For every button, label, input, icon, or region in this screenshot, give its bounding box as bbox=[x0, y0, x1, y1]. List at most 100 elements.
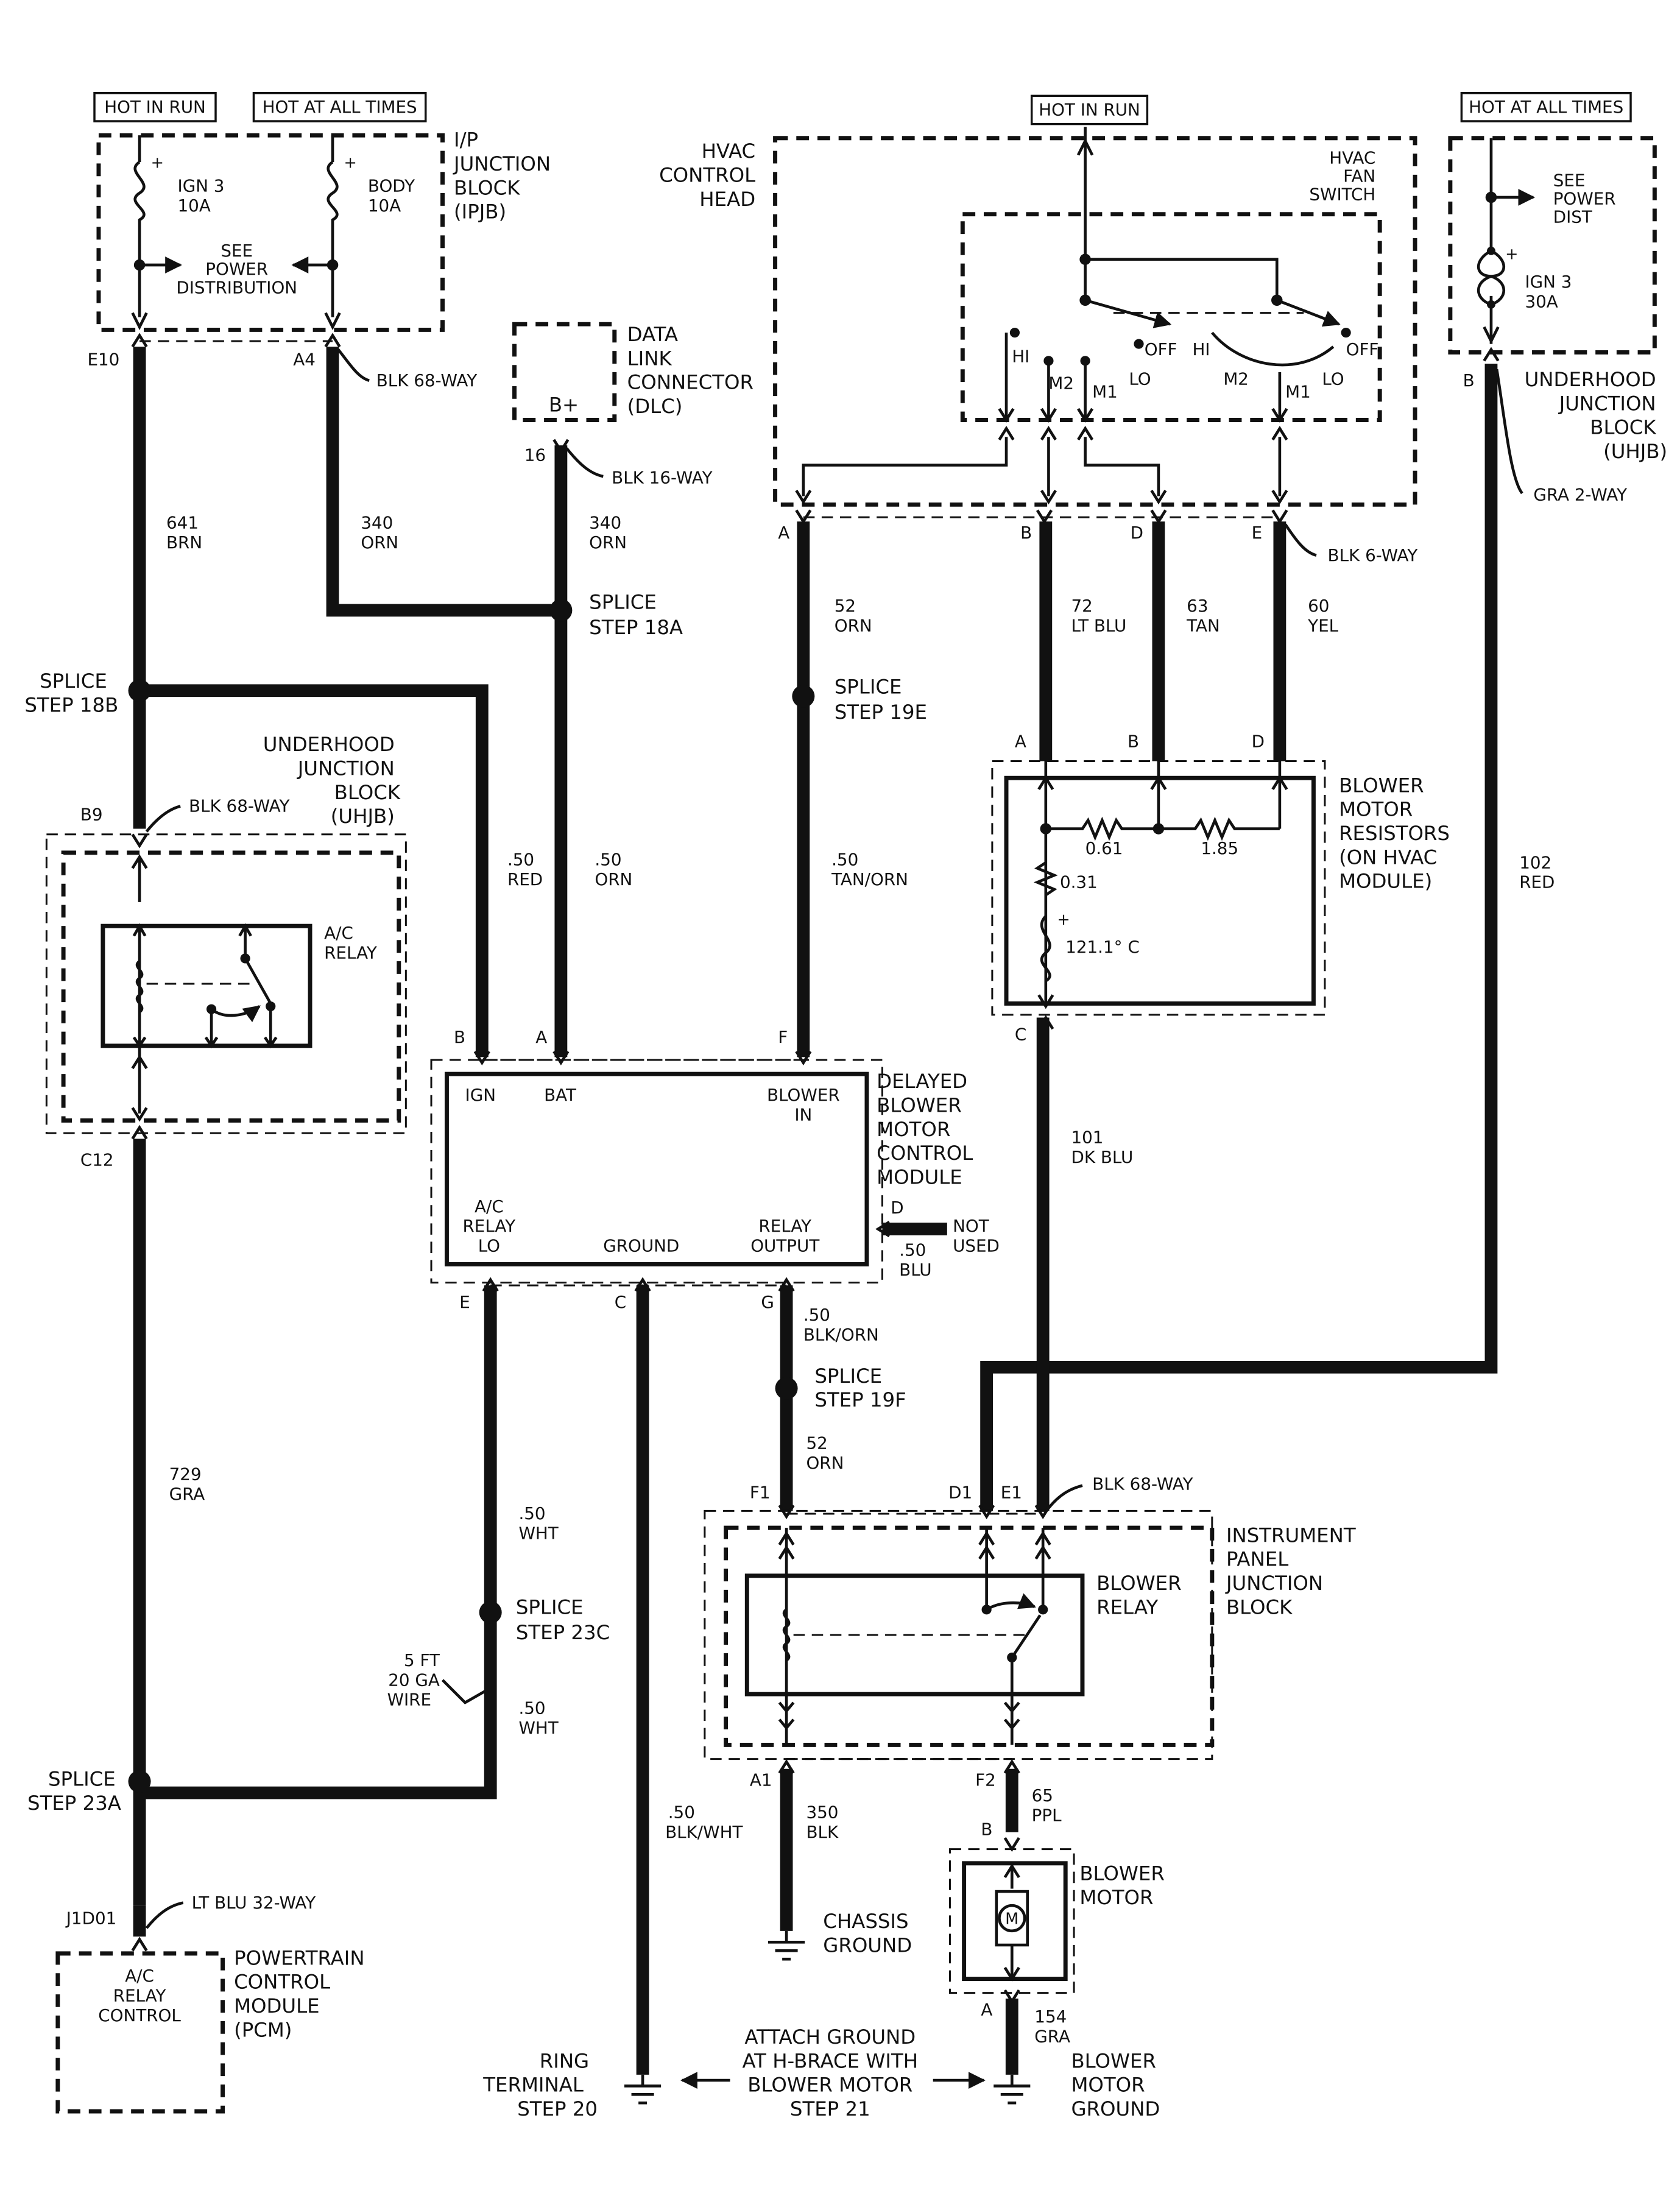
pin-c12: C12 bbox=[80, 1149, 114, 1170]
uhjb-right-title-2: JUNCTION bbox=[1558, 392, 1656, 415]
not-used-1: NOT bbox=[953, 1216, 990, 1236]
module-title-5: MODULE bbox=[877, 1166, 962, 1189]
ipjb-title-2: JUNCTION bbox=[453, 152, 551, 175]
ipjb2-box bbox=[724, 1525, 1215, 1747]
switch-off-1: OFF bbox=[1145, 339, 1177, 359]
splice-18a-label-1: SPLICE bbox=[589, 591, 657, 614]
splice-23a-label-2: STEP 23A bbox=[27, 1792, 121, 1815]
blower-motor-title-2: MOTOR bbox=[1079, 1886, 1153, 1909]
wire-340a-color: ORN bbox=[361, 532, 398, 552]
pin-e10: E10 bbox=[87, 349, 119, 369]
attach-ground-label-3: BLOWER MOTOR bbox=[747, 2074, 912, 2097]
wire-63-color: TAN bbox=[1186, 616, 1220, 636]
splice-19f-label-1: SPLICE bbox=[814, 1364, 882, 1388]
pcm-title-2: CONTROL bbox=[234, 1971, 330, 1994]
wire-72-number: 72 bbox=[1071, 596, 1092, 616]
ring-terminal-label-1: RING bbox=[540, 2049, 589, 2072]
ipjb2-title-2: PANEL bbox=[1226, 1548, 1288, 1571]
wire-length-note: 5 FT 20 GA WIRE bbox=[387, 1650, 486, 1710]
wire-length-3: WIRE bbox=[387, 1690, 431, 1710]
pcm-box bbox=[55, 1951, 225, 2114]
wire-65-number: 65 bbox=[1032, 1785, 1053, 1806]
wire-729-color: GRA bbox=[169, 1484, 205, 1504]
uhjb-left-title-1: UNDERHOOD bbox=[263, 733, 395, 756]
switch-m1-1: M1 bbox=[1092, 381, 1118, 401]
resistor-title-5: MODULE) bbox=[1339, 870, 1432, 893]
thermal-fuse-label: 121.1° C bbox=[1065, 937, 1140, 957]
ipjb-box bbox=[96, 133, 445, 332]
blower-relay-coil-icon bbox=[782, 1608, 791, 1662]
pin-b-uhjb: B bbox=[1463, 370, 1475, 390]
splice-23c-dot bbox=[479, 1601, 502, 1624]
wire-red-size: .50 bbox=[507, 850, 534, 870]
splice-18a-dot bbox=[549, 599, 573, 622]
wire-52b-number: 52 bbox=[806, 1433, 827, 1453]
ac-relay-title-2: RELAY bbox=[324, 942, 377, 962]
resistor-031: 0.31 bbox=[1060, 872, 1098, 892]
connector-gra2: GRA 2-WAY bbox=[1533, 484, 1627, 504]
wire-102-color: RED bbox=[1519, 872, 1555, 892]
ipjb2-title-4: BLOCK bbox=[1226, 1595, 1293, 1619]
wire-wht1-color: WHT bbox=[518, 1523, 559, 1544]
ring-ground-icon bbox=[624, 2085, 662, 2105]
ign3-30a-amp: 30A bbox=[1525, 291, 1558, 311]
switch-m1-2: M1 bbox=[1285, 381, 1311, 401]
splice-18b-dot bbox=[128, 679, 151, 702]
chassis-ground-label-2: GROUND bbox=[823, 1934, 912, 1957]
see-dist-3: DIST bbox=[1553, 207, 1593, 227]
splice-19f-label-2: STEP 19F bbox=[814, 1388, 906, 1411]
ipjb2-group: F1 D1 E1 BLK 68-WAY INSTRUMENT PANEL JUN… bbox=[704, 1474, 1356, 1790]
see-power-dist-1: SEE bbox=[221, 241, 253, 261]
wire-orn-size: .50 bbox=[595, 850, 621, 870]
switch-lo-1: LO bbox=[1129, 369, 1151, 389]
bottom-grounds-group: RING TERMINAL STEP 20 ATTACH GROUND AT H… bbox=[482, 2025, 1160, 2120]
pin-d1: D1 bbox=[948, 1483, 972, 1503]
module-ac-label-1: A/C bbox=[475, 1196, 504, 1216]
wire-729-number: 729 bbox=[169, 1464, 202, 1484]
wire-102-number: 102 bbox=[1519, 852, 1551, 872]
fan-switch-title-3: SWITCH bbox=[1309, 185, 1375, 205]
module-blower-label-1: BLOWER bbox=[767, 1085, 840, 1105]
pin-b-resistor: B bbox=[1128, 731, 1139, 751]
ac-relay-title-1: A/C bbox=[324, 923, 353, 943]
wire-65-color: PPL bbox=[1032, 1805, 1062, 1825]
pin-f-module: F bbox=[778, 1027, 788, 1047]
pin-j1d01: J1D01 bbox=[65, 1908, 117, 1928]
svg-text:+: + bbox=[1057, 911, 1070, 929]
pin-b9: B9 bbox=[80, 805, 103, 825]
blower-relay-title-2: RELAY bbox=[1096, 1595, 1158, 1619]
pcm-box-label-3: CONTROL bbox=[98, 2005, 181, 2025]
resistor-031-icon bbox=[1033, 861, 1058, 897]
wire-52b-color: ORN bbox=[806, 1453, 844, 1473]
splice-18b-label-1: SPLICE bbox=[40, 669, 107, 693]
ipjb2-title-3: JUNCTION bbox=[1225, 1572, 1323, 1595]
uhjb-left-box bbox=[61, 850, 401, 1123]
hvac-head-title-3: HEAD bbox=[699, 188, 755, 211]
module-relay-label-2: OUTPUT bbox=[750, 1236, 820, 1256]
pin-d-module: D bbox=[891, 1198, 903, 1218]
hvac-control-head-box bbox=[773, 136, 1417, 507]
connector-blk68-ipjb: BLK 68-WAY bbox=[376, 370, 477, 390]
blower-ground-label-1: BLOWER bbox=[1071, 2049, 1156, 2072]
wire-blu-color: BLU bbox=[899, 1260, 931, 1280]
hot-in-run-label-right: HOT IN RUN bbox=[1039, 100, 1140, 120]
dlc-title-3: CONNECTOR bbox=[627, 371, 754, 394]
module-ac-label-2: RELAY bbox=[463, 1216, 516, 1236]
switch-hi-2: HI bbox=[1192, 339, 1210, 359]
splice-18b-label-2: STEP 18B bbox=[24, 693, 118, 716]
module-title-2: BLOWER bbox=[877, 1094, 962, 1117]
see-power-dist-3: DISTRIBUTION bbox=[176, 277, 297, 297]
pin-e-hvac: E bbox=[1252, 523, 1263, 543]
wire-154-number: 154 bbox=[1034, 2007, 1067, 2027]
uhjb-left-title-3: BLOCK bbox=[334, 781, 401, 804]
wire-52a-number: 52 bbox=[835, 596, 856, 616]
splice-23c-label-1: SPLICE bbox=[516, 1595, 584, 1619]
blower-motor-title-1: BLOWER bbox=[1079, 1862, 1165, 1885]
connector-blk68-uhjb: BLK 68-WAY bbox=[189, 796, 289, 816]
wire-blkwht-color: BLK/WHT bbox=[665, 1822, 743, 1842]
wire-72-color: LT BLU bbox=[1071, 616, 1126, 636]
wire-63-number: 63 bbox=[1187, 596, 1208, 616]
chassis-ground-group: CHASSIS GROUND bbox=[768, 1910, 912, 1961]
splice-19e-label-1: SPLICE bbox=[835, 675, 902, 698]
blower-relay-title-1: BLOWER bbox=[1096, 1572, 1182, 1595]
